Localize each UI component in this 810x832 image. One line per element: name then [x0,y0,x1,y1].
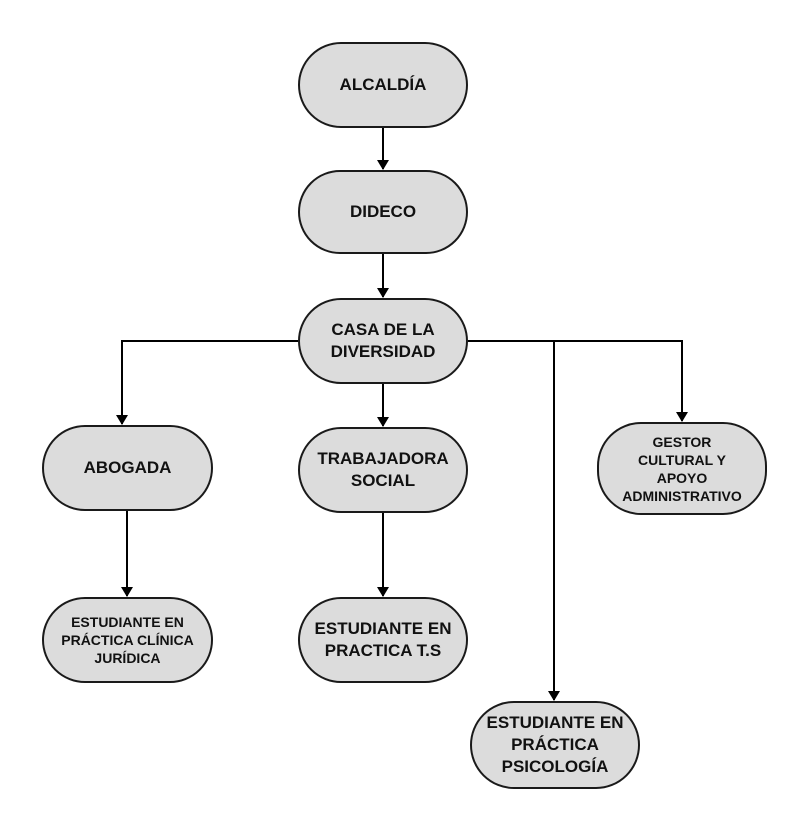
node-estudiante-psicologia: ESTUDIANTE EN PRÁCTICA PSICOLOGÍA [470,701,640,789]
edge-casa-gestor [468,340,688,422]
node-trabajadora-social: TRABAJADORA SOCIAL [298,427,468,513]
node-abogada: ABOGADA [42,425,213,511]
node-estudiante-practica-ts: ESTUDIANTE EN PRACTICA T.S [298,597,468,683]
node-estudiante-clinica-juridica: ESTUDIANTE EN PRÁCTICA CLÍNICA JURÍDICA [42,597,213,683]
node-gestor-cultural: GESTOR CULTURAL Y APOYO ADMINISTRATIVO [597,422,767,515]
node-dideco: DIDECO [298,170,468,254]
node-casa-de-la-diversidad: CASA DE LA DIVERSIDAD [298,298,468,384]
edge-casa-abogada [116,340,298,425]
node-alcaldia: ALCALDÍA [298,42,468,128]
